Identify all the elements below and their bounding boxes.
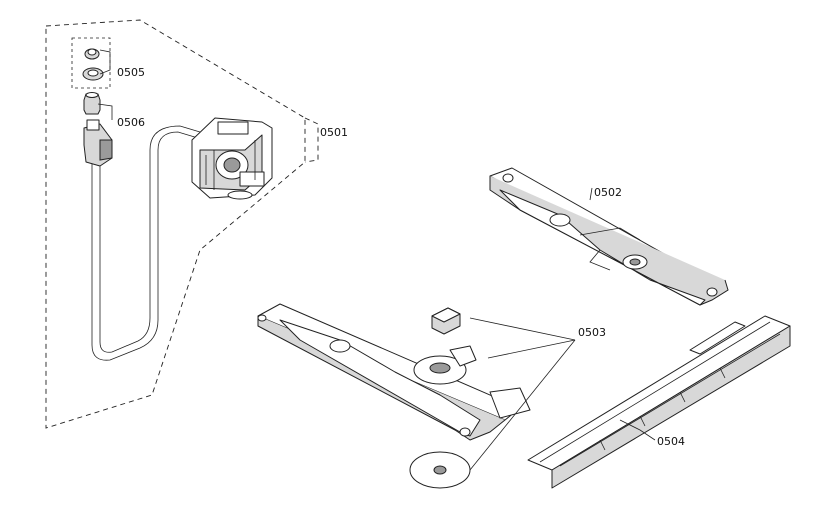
part-0501-valve-housing [191,117,273,200]
part-0503-rail-lower [257,303,531,441]
part-0503-clip [431,307,461,335]
callout-0505: 0505 [117,66,145,79]
callout-0506: 0506 [117,116,145,129]
part-0506-fitting-cap [83,92,101,115]
leader-lines [97,49,656,471]
part-0503-disk [409,451,471,489]
assembly-0505-boundary [71,37,111,89]
callout-0502: 0502 [594,186,622,199]
callout-0501: 0501 [320,126,348,139]
part-0505-nut-washer [82,48,104,81]
part-0504-rail-bottom [527,315,791,489]
part-0501-hose [83,119,201,361]
part-0502-rail-upper [489,167,729,306]
assembly-0501-boundary [45,19,319,429]
callout-0504: 0504 [657,435,685,448]
callout-0503: 0503 [578,326,606,339]
